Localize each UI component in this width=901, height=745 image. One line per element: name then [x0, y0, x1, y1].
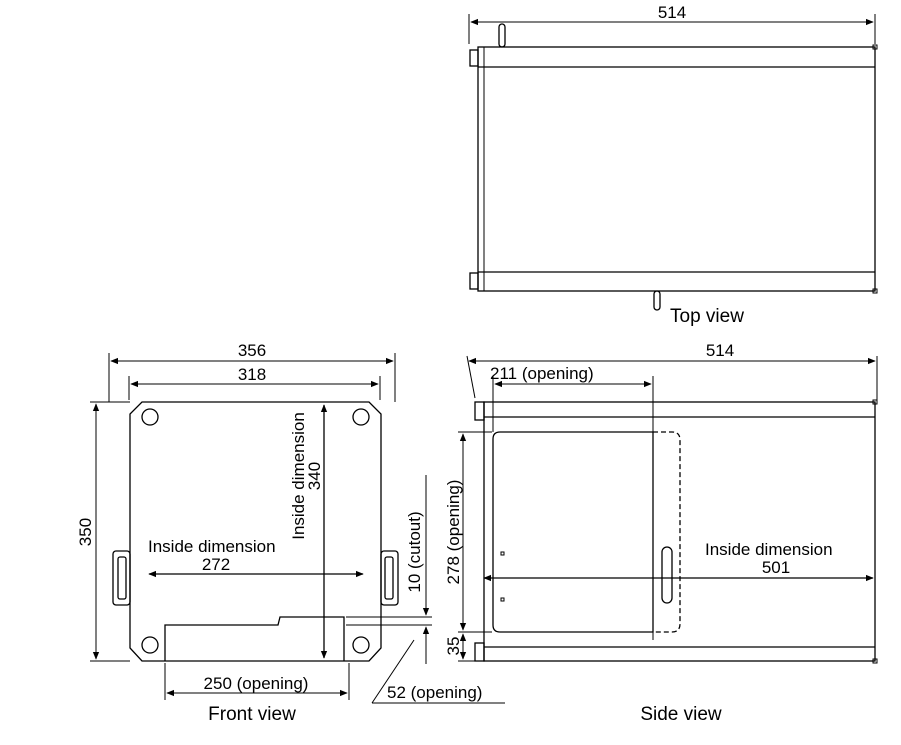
front-inner-width-label: 318: [238, 365, 266, 384]
side-inside-depth-value: 501: [762, 558, 790, 577]
top-view: 514 Top view: [468, 3, 878, 327]
front-view: 356 318 350 Inside dimension 340 Inside …: [76, 341, 505, 725]
front-height-label: 350: [76, 518, 95, 546]
side-bottom-offset-label: 35: [444, 637, 463, 656]
front-view-caption: Front view: [208, 704, 296, 725]
front-outer-width-label: 356: [238, 341, 266, 360]
side-view: 514 211 (opening) 278 (opening) 35 Insid…: [444, 341, 878, 725]
front-inside-height-caption: Inside dimension: [289, 412, 308, 540]
side-opening-width-label: 211 (opening): [490, 364, 594, 383]
side-width-label: 514: [706, 341, 734, 360]
front-inside-width-value: 272: [202, 555, 230, 574]
top-width-label: 514: [658, 3, 686, 22]
side-inside-depth-caption: Inside dimension: [705, 540, 833, 559]
side-opening-height-label: 278 (opening): [444, 480, 463, 585]
side-view-caption: Side view: [640, 704, 722, 725]
front-bottom-opening-label: 250 (opening): [204, 674, 309, 693]
front-cutout-label: 10 (cutout): [405, 511, 424, 592]
front-inside-width-caption: Inside dimension: [148, 537, 276, 556]
front-side-opening-label: 52 (opening): [387, 683, 482, 702]
front-inside-height-value: 340: [305, 462, 324, 490]
top-view-caption: Top view: [670, 306, 744, 327]
